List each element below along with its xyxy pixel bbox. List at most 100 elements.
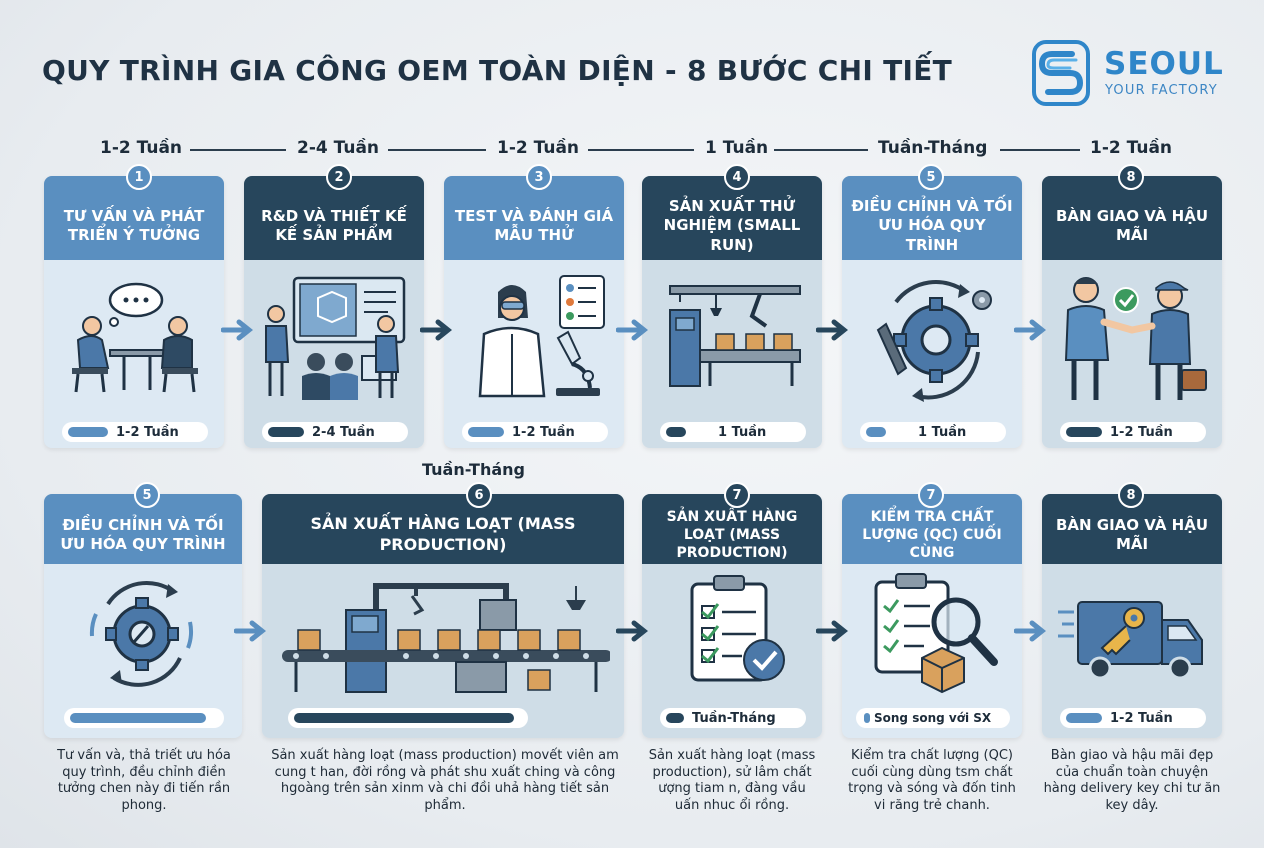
step-description: Bàn giao và hậu mãi đẹp của chuẩn toàn c…	[1043, 748, 1221, 813]
step-number-badge: 5	[134, 482, 160, 508]
timeline-label-4: 1 Tuần	[705, 138, 769, 158]
duration-pill: Tuần-Tháng	[660, 708, 806, 728]
timeline-connector	[588, 149, 694, 151]
duration-pill: 1 Tuần	[860, 422, 1006, 442]
timeline-connector	[190, 149, 286, 151]
brand-logo: SEOUL YOUR FACTORY	[1032, 40, 1232, 108]
duration-label: Tuần-Tháng	[692, 710, 776, 726]
flow-arrow-icon	[221, 319, 254, 341]
timeline-label-6: 1-2 Tuần	[1090, 138, 1173, 158]
step-card-1: TƯ VẤN VÀ PHÁT TRIỂN Ý TƯỞNG 1-2 Tuần	[44, 176, 224, 448]
duration-pill: 1 Tuần	[660, 422, 806, 442]
lab-scientist-microscope-icon	[478, 275, 605, 398]
delivery-truck-key-icon	[1058, 601, 1203, 680]
duration-progress	[468, 427, 504, 437]
rd-design-board-icon	[265, 276, 406, 400]
step-number-badge: 7	[918, 482, 944, 508]
gear-optimization-icon	[876, 280, 992, 402]
duration-pill: 2-4 Tuần	[262, 422, 408, 442]
step-number-badge: 6	[466, 482, 492, 508]
flow-arrow-icon	[816, 319, 849, 341]
duration-progress	[1066, 427, 1102, 437]
timeline-connector	[774, 149, 868, 151]
duration-progress	[864, 713, 870, 723]
logo-mark-icon	[1032, 40, 1090, 106]
step-number-badge: 8	[1118, 164, 1144, 190]
step-description: Sản xuất hàng loạt (mass production), sử…	[648, 748, 816, 813]
duration-progress	[1066, 713, 1102, 723]
step-title: ĐIỀU CHỈNH VÀ TỐI ƯU HÓA QUY TRÌNH	[842, 176, 1022, 260]
duration-pill	[288, 708, 528, 728]
step-card-7a: SẢN XUẤT HÀNG LOẠT (MASS PRODUCTION) Tuầ…	[642, 494, 822, 738]
step-card-8b: BÀN GIAO VÀ HẬU MÃI 1-2 Tuần	[1042, 494, 1222, 738]
step-number-badge: 5	[918, 164, 944, 190]
step-number-badge: 2	[326, 164, 352, 190]
duration-label: 2-4 Tuần	[312, 424, 375, 440]
step-number-badge: 8	[1118, 482, 1144, 508]
step-card-5: ĐIỀU CHỈNH VÀ TỐI ƯU HÓA QUY TRÌNH 1 Tuầ…	[842, 176, 1022, 448]
page-title: QUY TRÌNH GIA CÔNG OEM TOÀN DIỆN - 8 BƯỚ…	[42, 54, 953, 87]
timeline-label-5: Tuần-Tháng	[878, 138, 988, 158]
step-card-6: SẢN XUẤT HÀNG LOẠT (MASS PRODUCTION)	[262, 494, 624, 738]
duration-label: 1-2 Tuần	[512, 424, 575, 440]
step-title: TƯ VẤN VÀ PHÁT TRIỂN Ý TƯỞNG	[44, 176, 224, 260]
timeline-label-2: 2-4 Tuần	[297, 138, 380, 158]
step-card-2: R&D VÀ THIẾT KẾ KẾ SẢN PHẨM 2-4 Tuần	[244, 176, 424, 448]
gear-cycle-icon	[89, 581, 194, 687]
step-number-badge: 1	[126, 164, 152, 190]
consultation-meeting-icon	[72, 282, 198, 393]
duration-progress	[70, 713, 206, 723]
qc-inspection-icon	[874, 573, 998, 694]
duration-pill	[64, 708, 224, 728]
step-title: R&D VÀ THIẾT KẾ KẾ SẢN PHẨM	[244, 176, 424, 260]
step-number-badge: 7	[724, 482, 750, 508]
duration-label: 1 Tuần	[918, 424, 967, 440]
timeline-label-1: 1-2 Tuần	[100, 138, 183, 158]
row2-duration-label: Tuần-Tháng	[422, 460, 525, 479]
step-title: SẢN XUẤT HÀNG LOẠT (MASS PRODUCTION)	[262, 494, 624, 564]
duration-label: 1-2 Tuần	[1110, 424, 1173, 440]
handshake-delivery-icon	[1064, 277, 1207, 400]
duration-progress	[294, 713, 514, 723]
duration-progress	[666, 713, 684, 723]
timeline-connector	[388, 149, 486, 151]
mass-production-line-icon	[282, 583, 610, 693]
duration-label: 1-2 Tuần	[1110, 710, 1173, 726]
duration-pill: 1-2 Tuần	[62, 422, 208, 442]
flow-arrow-icon	[1014, 319, 1047, 341]
step-title: TEST VÀ ĐÁNH GIÁ MẪU THỬ	[444, 176, 624, 260]
step-card-7b: KIỂM TRA CHẤT LƯỢNG (QC) CUỐI CÙNG Song …	[842, 494, 1022, 738]
flow-arrow-icon	[234, 620, 267, 642]
step-number-badge: 3	[526, 164, 552, 190]
flow-arrow-icon	[616, 620, 649, 642]
small-production-line-icon	[669, 285, 801, 387]
flow-arrow-icon	[616, 319, 649, 341]
step-description: Kiểm tra chất lượng (QC) cuối cùng dùng …	[848, 748, 1016, 813]
logo-name: SEOUL	[1104, 46, 1224, 82]
step-card-5b: ĐIỀU CHỈNH VÀ TỐI ƯU HÓA QUY TRÌNH	[44, 494, 242, 738]
step-description: Sản xuất hàng loạt (mass production) mov…	[271, 748, 619, 813]
step-title: BÀN GIAO VÀ HẬU MÃI	[1042, 494, 1222, 564]
step-description: Tư vấn và, thả triết ưu hóa quy trình, đ…	[57, 748, 231, 813]
duration-progress	[666, 427, 686, 437]
duration-progress	[68, 427, 108, 437]
duration-label: Song song với SX	[874, 711, 992, 725]
duration-pill: 1-2 Tuần	[1060, 422, 1206, 442]
duration-pill: 1-2 Tuần	[1060, 708, 1206, 728]
duration-pill: 1-2 Tuần	[462, 422, 608, 442]
flow-arrow-icon	[1014, 620, 1047, 642]
duration-label: 1 Tuần	[718, 424, 767, 440]
step-title: SẢN XUẤT THỬ NGHIỆM (SMALL RUN)	[642, 176, 822, 260]
logo-tagline: YOUR FACTORY	[1105, 83, 1218, 98]
flow-arrow-icon	[420, 319, 453, 341]
timeline-label-3: 1-2 Tuần	[497, 138, 580, 158]
step-title: BÀN GIAO VÀ HẬU MÃI	[1042, 176, 1222, 260]
step-card-8: BÀN GIAO VÀ HẬU MÃI 1-2 Tuần	[1042, 176, 1222, 448]
duration-label: 1-2 Tuần	[116, 424, 179, 440]
clipboard-checklist-icon	[690, 575, 785, 682]
flow-arrow-icon	[816, 620, 849, 642]
duration-pill: Song song với SX	[856, 708, 1010, 728]
duration-progress	[866, 427, 886, 437]
step-card-4: SẢN XUẤT THỬ NGHIỆM (SMALL RUN) 1 Tuần	[642, 176, 822, 448]
step-card-3: TEST VÀ ĐÁNH GIÁ MẪU THỬ 1-2 Tuần	[444, 176, 624, 448]
